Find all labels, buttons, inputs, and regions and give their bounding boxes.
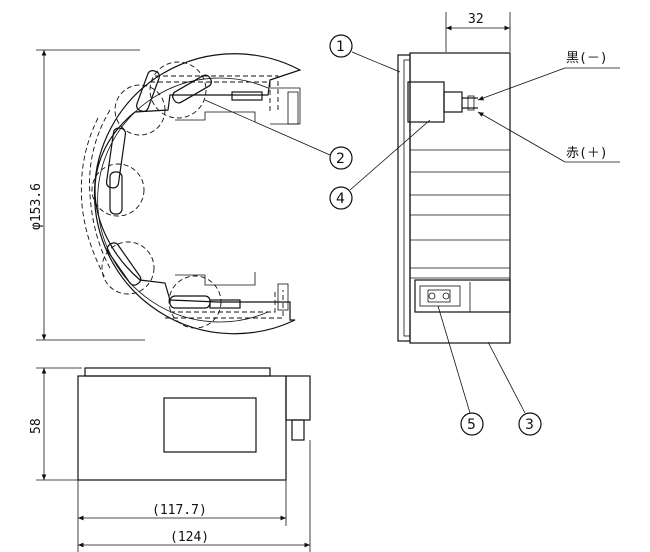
front-body — [77, 375, 287, 481]
front-view: 58 (117.7) (124) — [29, 367, 311, 552]
wire-labels: 黒(－) 赤(＋) — [477, 51, 620, 163]
front-label-window — [163, 397, 257, 453]
callout-4: 4 — [329, 119, 431, 210]
callout-5: 5 — [437, 305, 484, 436]
top-view — [80, 53, 302, 335]
callout-2: 2 — [204, 99, 353, 170]
inner-width-label: (117.7) — [152, 503, 207, 518]
diameter-dimension: φ153.6 — [29, 49, 145, 341]
front-top-plate — [84, 367, 271, 377]
outer-width-label: (124) — [170, 530, 209, 545]
side-view: 32 — [397, 12, 511, 344]
svg-text:5: 5 — [467, 417, 476, 433]
svg-text:1: 1 — [336, 39, 345, 55]
c-shape-outline — [93, 53, 302, 335]
svg-text:4: 4 — [336, 191, 345, 207]
svg-text:2: 2 — [336, 151, 345, 167]
svg-text:3: 3 — [525, 417, 534, 433]
height-58-label: 58 — [29, 418, 44, 434]
callouts: 1 2 4 5 3 — [204, 34, 542, 436]
diameter-label: φ153.6 — [29, 183, 44, 230]
callout-1: 1 — [329, 34, 401, 73]
red-wire-label: 赤(＋) — [566, 146, 608, 161]
callout-3: 3 — [487, 341, 542, 436]
black-wire-label: 黒(－) — [566, 51, 608, 66]
width-32-label: 32 — [468, 12, 484, 27]
